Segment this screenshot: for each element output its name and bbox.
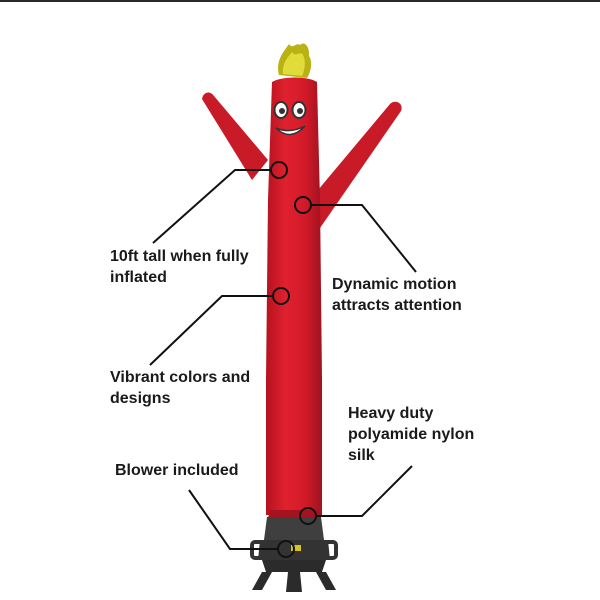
callout-material-text: Heavy duty polyamide nylon silk bbox=[348, 405, 475, 464]
callout-colors-text: Vibrant colors and designs bbox=[110, 369, 251, 407]
callout-line-motion bbox=[312, 204, 417, 273]
right-arm bbox=[318, 101, 402, 228]
face-graphic bbox=[273, 101, 307, 136]
callout-line-material bbox=[316, 465, 413, 517]
top-border bbox=[0, 0, 600, 2]
blower-base bbox=[250, 517, 338, 592]
callout-marker bbox=[299, 507, 317, 525]
callout-line-colors bbox=[149, 295, 272, 366]
callout-line-height bbox=[152, 169, 270, 244]
callout-marker bbox=[277, 540, 295, 558]
callout-marker bbox=[272, 287, 290, 305]
callout-height-text: 10ft tall when fully inflated bbox=[110, 248, 249, 286]
callout-motion-text: Dynamic motion attracts attention bbox=[332, 276, 462, 314]
left-arm bbox=[202, 92, 268, 180]
hair-tassel bbox=[278, 43, 312, 78]
tube-body bbox=[266, 77, 322, 515]
callout-blower-text: Blower included bbox=[115, 462, 239, 479]
callout-lines bbox=[149, 169, 417, 550]
callout-marker bbox=[294, 196, 312, 214]
callout-marker bbox=[270, 161, 288, 179]
callout-line-blower bbox=[188, 489, 278, 550]
